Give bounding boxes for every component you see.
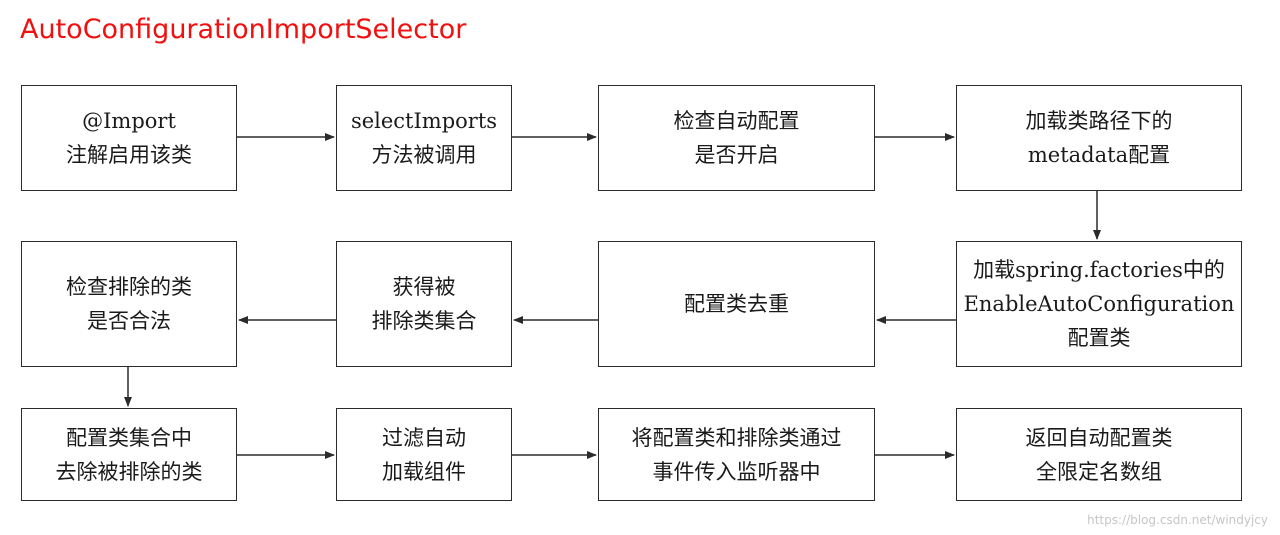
step-import-annotation: @Import 注解启用该类 bbox=[21, 85, 237, 191]
step-line: 是否开启 bbox=[694, 143, 779, 167]
step-line: 是否合法 bbox=[87, 309, 171, 333]
step-load-metadata: 加载类路径下的 metadata配置 bbox=[956, 85, 1242, 191]
step-get-exclusions: 获得被 排除类集合 bbox=[336, 241, 512, 367]
step-line: EnableAutoConfiguration bbox=[963, 292, 1235, 316]
step-fire-listeners: 将配置类和排除类通过 事件传入监听器中 bbox=[598, 408, 875, 501]
step-remove-exclusions: 配置类集合中 去除被排除的类 bbox=[21, 408, 237, 501]
step-line: selectImports bbox=[350, 109, 498, 133]
step-check-exclusions: 检查排除的类 是否合法 bbox=[21, 241, 237, 367]
step-line: @Import bbox=[82, 109, 176, 133]
step-line: 返回自动配置类 bbox=[1025, 425, 1173, 450]
diagram-title: AutoConfigurationImportSelector bbox=[20, 14, 467, 45]
step-filter-components: 过滤自动 加载组件 bbox=[336, 408, 512, 501]
step-line: 注解启用该类 bbox=[66, 143, 192, 167]
step-line: 去除被排除的类 bbox=[55, 459, 203, 484]
step-deduplicate: 配置类去重 bbox=[598, 241, 875, 367]
step-line: 检查自动配置 bbox=[673, 109, 800, 133]
step-line: 事件传入监听器中 bbox=[652, 459, 821, 484]
step-line: 排除类集合 bbox=[371, 309, 477, 333]
step-return-names: 返回自动配置类 全限定名数组 bbox=[956, 408, 1242, 501]
step-line: 加载组件 bbox=[382, 459, 466, 484]
step-line: 配置类集合中 bbox=[66, 425, 192, 450]
step-line: 全限定名数组 bbox=[1036, 459, 1162, 484]
step-load-spring-factories: 加载spring.factories中的 EnableAutoConfigura… bbox=[956, 241, 1242, 367]
step-check-enabled: 检查自动配置 是否开启 bbox=[598, 85, 875, 191]
step-line: 方法被调用 bbox=[371, 143, 477, 167]
step-line: 过滤自动 bbox=[382, 425, 466, 450]
step-line: 获得被 bbox=[392, 275, 456, 299]
step-line: 检查排除的类 bbox=[66, 275, 192, 299]
step-line: 加载spring.factories中的 bbox=[973, 258, 1225, 282]
step-line: 配置类 bbox=[1067, 326, 1131, 350]
step-line: 将配置类和排除类通过 bbox=[631, 425, 842, 450]
step-line: metadata配置 bbox=[1027, 143, 1171, 167]
step-line: 加载类路径下的 bbox=[1025, 109, 1173, 133]
watermark: https://blog.csdn.net/windyjcy bbox=[1087, 513, 1268, 527]
step-select-imports: selectImports 方法被调用 bbox=[336, 85, 512, 191]
step-line: 配置类去重 bbox=[684, 292, 789, 316]
